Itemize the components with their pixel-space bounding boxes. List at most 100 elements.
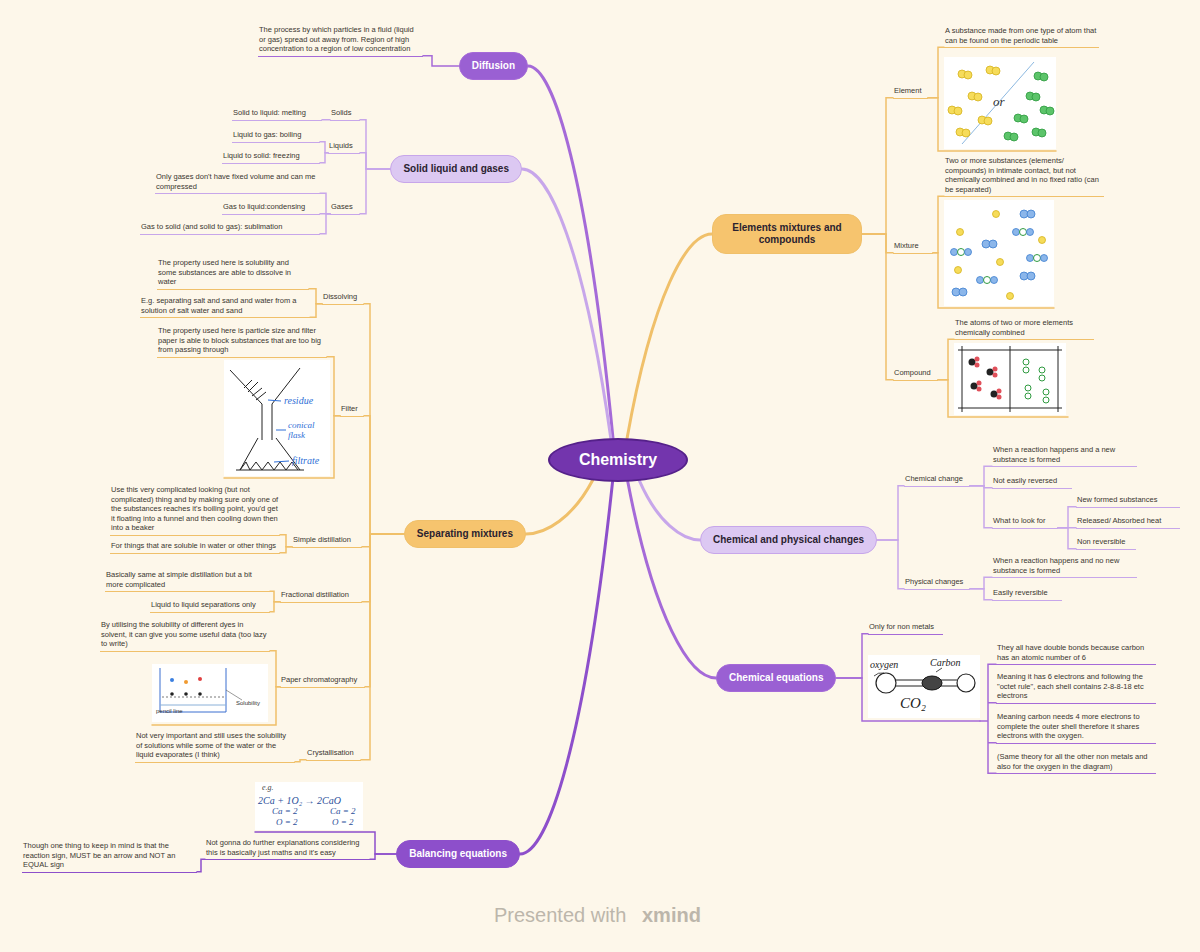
image-label: O = 2 xyxy=(332,818,354,828)
mixture-illustration xyxy=(944,200,1054,306)
dye-spot xyxy=(198,677,202,681)
branch-line xyxy=(970,589,992,600)
branch-line xyxy=(197,859,205,872)
topic-text: (Same theory for all the other non metal… xyxy=(997,752,1155,771)
branch-line xyxy=(320,142,328,153)
branch-line xyxy=(270,591,280,602)
branch-curve xyxy=(528,66,613,438)
subtopic: The process by which particles in a flui… xyxy=(258,25,423,57)
subtopic: When a reaction happens and no new subst… xyxy=(992,556,1137,578)
topic-text: Liquid to solid: freezing xyxy=(223,151,319,161)
branch-line xyxy=(928,47,944,98)
subtopic: A substance made from one type of atom t… xyxy=(944,26,1099,48)
carbon-atom xyxy=(922,676,942,690)
filter-illustration xyxy=(224,360,330,476)
image-label: pencil line xyxy=(156,708,183,715)
branch-line xyxy=(423,56,459,66)
image-label: Ca = 2 xyxy=(330,807,356,817)
watermark: Presented with xyxy=(494,904,626,926)
pencil-line xyxy=(162,697,224,698)
image-label: residue xyxy=(284,395,313,406)
oxygen-atom xyxy=(876,673,896,693)
subtopic: For things that are soluble in water or … xyxy=(110,541,280,554)
subtopic: Mixture xyxy=(893,241,933,254)
topic-text: Elements mixtures and compounds xyxy=(725,222,849,246)
topic-text: Physical changes xyxy=(905,577,969,587)
subtopic: Filter xyxy=(340,404,364,417)
subtopic: Two or more substances (elements/ compou… xyxy=(944,156,1104,197)
topic-text: Fractional distillation xyxy=(281,590,361,600)
topic-text: Only gases don't have fixed volume and c… xyxy=(156,172,319,191)
subtopic: Physical changes xyxy=(904,577,970,590)
subtopic: Use this very complicated looking (but n… xyxy=(110,485,280,536)
topic-text: The property used here is particle size … xyxy=(158,326,326,355)
topic-text: Easily reversible xyxy=(993,588,1061,598)
topic-text: Chemistry xyxy=(579,451,657,469)
oxygen-atom xyxy=(957,674,975,692)
compound-illustration xyxy=(954,343,1066,415)
topic-text: Simple distillation xyxy=(293,535,361,545)
subtopic: They all have double bonds because carbo… xyxy=(996,643,1156,665)
topic-text: Use this very complicated looking (but n… xyxy=(111,485,279,533)
image-label: CO₂ xyxy=(900,695,926,712)
equation-illustration xyxy=(255,782,363,830)
dye-spot xyxy=(198,692,202,696)
topic-text: The process by which particles in a flui… xyxy=(259,25,422,54)
dye-spot xyxy=(184,692,188,696)
branch-line xyxy=(862,98,893,234)
branch-line xyxy=(280,535,292,547)
image-label: Ca = 2 xyxy=(272,807,298,817)
topic-text: Not very important and still uses the so… xyxy=(136,731,294,760)
subtopic: Solids xyxy=(330,108,360,121)
image-frame xyxy=(152,664,268,722)
branch-line xyxy=(1058,528,1076,549)
branch-line xyxy=(938,339,954,380)
branch-line xyxy=(1058,507,1076,528)
topic-text: Mixture xyxy=(894,241,932,251)
image-label: e.g. xyxy=(262,784,274,793)
topic-text: Paper chromatography xyxy=(281,675,364,685)
topic-text: For things that are soluble in water or … xyxy=(111,541,279,551)
branch-line xyxy=(877,540,904,589)
topic-text: Gas to liquid:condensing xyxy=(223,202,319,212)
branch-line xyxy=(970,577,992,589)
label-pointer xyxy=(268,400,289,462)
topic-text: Solid to liquid: melting xyxy=(233,108,321,118)
subtopic: Solid to liquid: melting xyxy=(232,108,322,121)
subtopic: Only for non metals xyxy=(868,622,943,635)
branch-line xyxy=(862,234,893,380)
topic-text: Not gonna do further explanations consid… xyxy=(206,838,369,857)
branch-line xyxy=(270,602,280,612)
subtopic: Crystallisation xyxy=(306,748,361,761)
topic-text: Balancing equations xyxy=(409,848,507,860)
branch-curve xyxy=(627,234,712,438)
topic-text: Compound xyxy=(894,368,937,378)
subtopic: Non reversible xyxy=(1076,537,1136,550)
topic-text: Though one thing to keep in mind is that… xyxy=(23,841,196,870)
topic-text: When a reaction happens and no new subst… xyxy=(993,556,1136,575)
subtopic: Released/ Absorbed heat xyxy=(1076,516,1180,529)
frame-lines xyxy=(958,346,1062,412)
subtopic: Easily reversible xyxy=(992,588,1062,601)
element-illustration xyxy=(944,57,1056,149)
branch-line xyxy=(309,289,322,304)
dye-spot xyxy=(170,678,174,682)
branch-curve xyxy=(520,482,613,854)
image-label: filtrate xyxy=(292,455,319,466)
branch-curve xyxy=(639,481,700,540)
image-label: 2Ca + 1O₂ → 2CaO xyxy=(258,795,341,806)
branch-line xyxy=(836,634,868,678)
subtopic: Fractional distillation xyxy=(280,590,362,603)
branch-line xyxy=(970,486,992,528)
branch-line xyxy=(280,547,292,553)
branch-line xyxy=(364,304,404,534)
main-topic: Balancing equations xyxy=(396,840,520,868)
topic-text: E.g. separating salt and sand and water … xyxy=(141,296,309,315)
image-label: O = 2 xyxy=(276,818,298,828)
topic-text: Dissolving xyxy=(323,292,363,302)
dye-spot xyxy=(184,680,188,684)
central-topic: Chemistry xyxy=(548,438,688,482)
subtopic: Paper chromatography xyxy=(280,675,365,688)
topic-text: Solid liquid and gases xyxy=(403,163,509,175)
topic-text: Gas to solid (and solid to gas): sublima… xyxy=(141,222,319,232)
